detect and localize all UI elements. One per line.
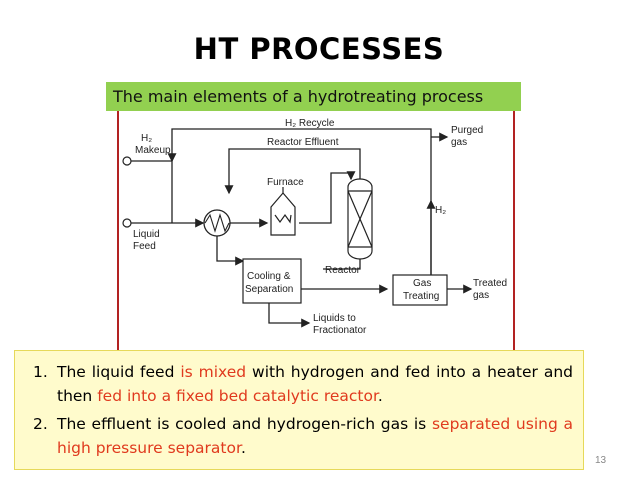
purged-gas-label-1: Purged (451, 125, 483, 136)
furnace-to-reactor-line (299, 171, 356, 224)
note-emphasis: separated using a high pressure separato… (57, 415, 574, 457)
gas-treating-box (392, 274, 448, 306)
process-flow-diagram: H₂ Recycle Reactor Effluent Purged gas H… (122, 118, 507, 336)
note-text: . (240, 439, 246, 457)
h2-makeup-line (131, 160, 173, 223)
h2-makeup-inlet-icon (122, 156, 132, 166)
reactor-effluent-label: Reactor Effluent (267, 137, 339, 148)
h2-makeup-label-1: H₂ (141, 133, 152, 144)
purged-gas-label-2: gas (451, 137, 467, 148)
h2-side-label: H₂ (435, 205, 446, 216)
liquid-feed-inlet-icon (122, 218, 132, 228)
subtitle-highlight: The main elements of a hydrotreating pro… (106, 82, 521, 111)
subtitle-text: The main elements of a hydrotreating pro… (113, 87, 484, 106)
page-number: 13 (595, 455, 607, 466)
figure-frame (117, 111, 515, 356)
slide-title: HT PROCESSES (193, 32, 445, 66)
note-text: The effluent is cooled and hydrogen-rich… (57, 415, 432, 433)
note-text: with hydrogen and fed into a heater and … (57, 363, 573, 405)
note-number: 1. (33, 363, 48, 381)
note-item-2: 2. The effluent is cooled and hydrogen-ri… (33, 412, 573, 460)
reactor-label: Reactor (325, 265, 361, 276)
liquids-label-1: Liquids to (313, 313, 356, 324)
note-emphasis: is mixed (180, 363, 247, 381)
gas-treating-label-2: Treating (403, 291, 439, 302)
cooling-separation-box (242, 258, 302, 304)
heat-exchanger-icon (203, 209, 231, 237)
h2-makeup-label-2: Makeup (135, 145, 171, 156)
cooling-label-1: Cooling & (247, 271, 291, 282)
note-text: The liquid feed (57, 363, 181, 381)
cooling-label-2: Separation (245, 284, 293, 295)
h2-recycle-label: H₂ Recycle (285, 118, 335, 129)
reactor-icon (347, 178, 373, 260)
reactor-effluent-line (224, 148, 361, 195)
note-emphasis: fed into a fixed bed catalytic reactor (97, 387, 378, 405)
treated-gas-label-2: gas (473, 290, 489, 301)
note-number: 2. (33, 415, 48, 433)
liquids-label-2: Fractionator (313, 325, 367, 336)
notes-box: 1. The liquid feed is mixed with hydrogen… (14, 350, 584, 470)
furnace-label: Furnace (267, 177, 304, 188)
notes-list: 1. The liquid feed is mixed with hydrogen… (15, 351, 583, 460)
note-text: . (377, 387, 383, 405)
note-item-1: 1. The liquid feed is mixed with hydrogen… (33, 360, 573, 408)
reactor-outlet-line (323, 259, 361, 270)
liquids-line (268, 303, 311, 328)
liquid-feed-label-2: Feed (133, 241, 156, 252)
treated-gas-label-1: Treated (473, 278, 507, 289)
liquid-feed-label-1: Liquid (133, 229, 160, 240)
gas-treating-label-1: Gas (413, 278, 431, 289)
exchanger-to-cooling-line (216, 235, 245, 266)
furnace-icon (270, 187, 296, 236)
